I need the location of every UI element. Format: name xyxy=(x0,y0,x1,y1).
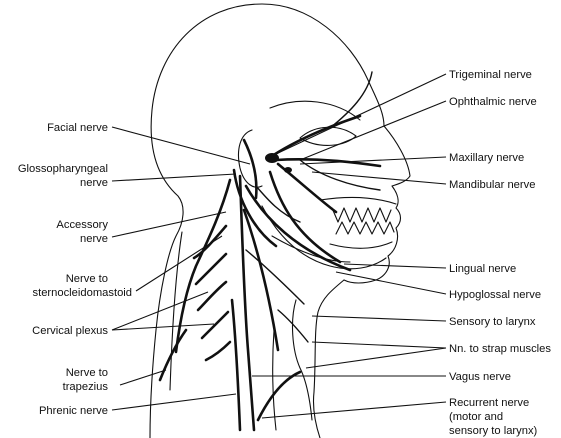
vagus-trunk xyxy=(238,174,256,432)
tongue xyxy=(271,235,351,263)
shoulder-line xyxy=(169,231,183,391)
throat-contour xyxy=(312,279,345,438)
label-glosso-1: Glossopharyngeal xyxy=(18,163,108,175)
nerve-network xyxy=(158,71,382,432)
accessory-trunk xyxy=(174,178,232,354)
phrenic-trunk xyxy=(230,298,242,432)
label-lingual: Lingual nerve xyxy=(449,263,516,275)
trapezius-branch xyxy=(158,328,188,382)
leader-maxillary xyxy=(299,156,447,165)
trachea xyxy=(272,329,277,431)
ear xyxy=(237,129,263,188)
leader-recurrent xyxy=(261,401,447,419)
label-accessory-2: nerve xyxy=(80,233,108,245)
label-cervical: Cervical plexus xyxy=(32,325,108,337)
cheek-line xyxy=(269,100,361,121)
leader-trigeminal xyxy=(275,73,447,155)
label-trapezius-1: Nerve to xyxy=(66,367,108,379)
facial-branch-a xyxy=(255,185,301,223)
head-outline xyxy=(149,3,411,438)
face-profile xyxy=(261,3,411,284)
label-strap: Nn. to strap muscles xyxy=(449,343,551,355)
leader-scm xyxy=(135,235,223,292)
orbit xyxy=(299,126,357,146)
strap-branch xyxy=(277,309,309,343)
leader-lines xyxy=(111,73,447,419)
head-contour xyxy=(149,3,263,438)
lower-jaw-line xyxy=(329,241,393,249)
glossopharyngeal-trunk xyxy=(232,168,278,248)
ansa-cervicalis xyxy=(242,208,280,352)
label-recurrent-2: (motor and xyxy=(449,411,503,423)
leader-trapezius xyxy=(119,369,167,386)
label-phrenic: Phrenic nerve xyxy=(39,405,108,417)
lower-teeth xyxy=(335,221,395,235)
label-mandibular: Mandibular nerve xyxy=(449,179,535,191)
maxillary-branch xyxy=(274,157,382,168)
leader-cervical-b xyxy=(111,323,215,331)
label-ophthalmic: Ophthalmic nerve xyxy=(449,96,537,108)
label-facial: Facial nerve xyxy=(47,122,108,134)
recurrent-laryngeal xyxy=(256,370,302,422)
leader-strap-b xyxy=(305,347,447,369)
label-trapezius-2: trapezius xyxy=(63,381,109,393)
label-trigeminal: Trigeminal nerve xyxy=(449,69,532,81)
label-glosso-2: nerve xyxy=(80,177,108,189)
label-scm-2: sternocleidomastoid xyxy=(33,287,133,299)
cervical-root-2 xyxy=(194,252,228,286)
label-recurrent-1: Recurrent nerve xyxy=(449,397,529,409)
right-labels: Trigeminal nerve Ophthalmic nerve Maxill… xyxy=(449,69,551,437)
leader-strap-a xyxy=(311,341,447,349)
label-vagus: Vagus nerve xyxy=(449,371,511,383)
cervical-root-4 xyxy=(200,310,230,340)
upper-jaw-line xyxy=(319,196,397,205)
infraorbital-branch xyxy=(299,159,381,191)
leader-lingual xyxy=(343,263,447,269)
leader-hypoglossal xyxy=(335,271,447,295)
leader-glosso xyxy=(111,173,237,182)
leader-ophthalmic xyxy=(299,100,447,161)
label-accessory-1: Accessory xyxy=(56,219,108,231)
left-labels: Facial nerve Glossopharyngeal nerve Acce… xyxy=(18,122,132,417)
label-recurrent-3: sensory to larynx) xyxy=(449,425,538,437)
leader-sensory-larynx xyxy=(311,315,447,322)
label-maxillary: Maxillary nerve xyxy=(449,152,524,164)
leader-accessory xyxy=(111,211,227,238)
label-hypoglossal: Hypoglossal nerve xyxy=(449,289,541,301)
label-sensory-larynx: Sensory to larynx xyxy=(449,316,536,328)
supraorbital-branch xyxy=(329,71,373,129)
hypoglossal-branch xyxy=(244,184,352,272)
label-scm-1: Nerve to xyxy=(66,273,108,285)
facial-trunk xyxy=(242,138,258,200)
cervical-root-5 xyxy=(204,340,232,362)
leader-facial xyxy=(111,126,251,165)
leader-phrenic xyxy=(111,393,237,411)
superior-laryngeal xyxy=(245,249,305,305)
cervical-root-3 xyxy=(196,280,228,312)
mandibular-branch xyxy=(276,162,338,214)
larynx xyxy=(292,299,313,421)
upper-teeth xyxy=(331,207,392,223)
leader-cervical-a xyxy=(111,291,209,331)
mandible-line xyxy=(261,205,387,270)
cervical-root-1 xyxy=(192,224,228,260)
leader-mandibular xyxy=(311,171,447,185)
